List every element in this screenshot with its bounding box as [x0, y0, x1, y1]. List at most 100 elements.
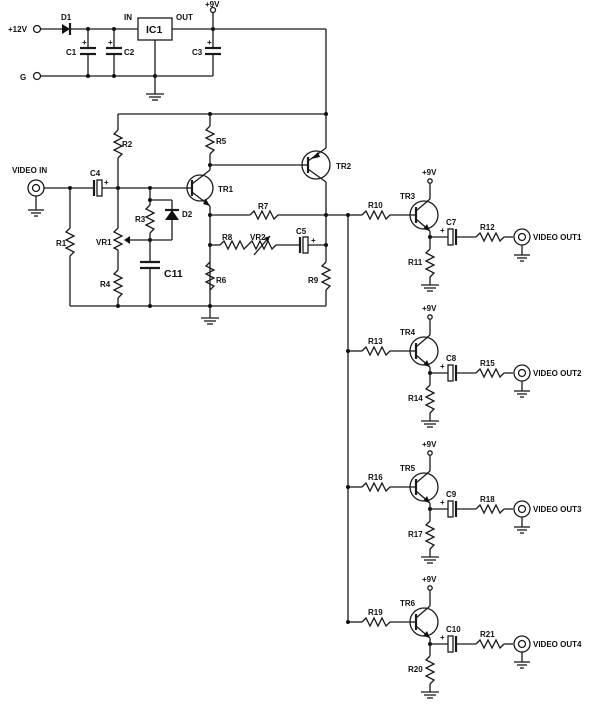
svg-text:+: + — [311, 236, 316, 245]
transistor-output — [409, 198, 439, 232]
resistor-r1 — [64, 227, 76, 257]
resistor-r5 — [204, 125, 216, 155]
resistor-base — [361, 616, 391, 628]
label-coupling-capacitor: C10 — [446, 625, 461, 634]
label-base-resistor: R19 — [368, 608, 383, 617]
video-out-connector — [513, 635, 531, 669]
label-vr2: VR2 — [250, 233, 266, 242]
label-emitter-resistor: R17 — [408, 530, 423, 539]
label-r8: R8 — [222, 233, 233, 242]
resistor-r4 — [112, 269, 124, 299]
label-coupling-capacitor: C7 — [446, 218, 457, 227]
label-r2: R2 — [122, 140, 133, 149]
capacitor-c1: + — [80, 29, 96, 76]
capacitor-c11 — [140, 260, 160, 270]
svg-text:+: + — [440, 226, 445, 235]
label-ic1: IC1 — [146, 24, 163, 36]
transistor-tr2 — [301, 147, 331, 183]
label-gnd: G — [20, 73, 26, 82]
video-out-connector — [513, 228, 531, 262]
capacitor-output — [447, 364, 454, 382]
svg-text:+: + — [82, 38, 87, 47]
input-stage: VIDEO IN R1 + C4 R2 — [12, 112, 328, 308]
label-c1: C1 — [66, 48, 77, 57]
svg-text:+: + — [440, 498, 445, 507]
label-tr1: TR1 — [218, 185, 234, 194]
resistor-series — [475, 503, 505, 515]
label-transistor: TR5 — [400, 464, 416, 473]
transistor-tr1 — [186, 169, 214, 207]
label-base-resistor: R10 — [368, 201, 383, 210]
label-r9: R9 — [308, 276, 319, 285]
label-r1: R1 — [56, 239, 67, 248]
capacitor-output — [447, 635, 454, 653]
label-vcc: +9V — [422, 575, 437, 584]
label-d1: D1 — [61, 13, 72, 22]
label-base-resistor: R13 — [368, 337, 383, 346]
label-c11: C11 — [164, 268, 183, 280]
video-out-connector — [513, 364, 531, 398]
label-tr2: TR2 — [336, 162, 352, 171]
label-transistor: TR4 — [400, 328, 416, 337]
resistor-r9 — [320, 261, 332, 291]
label-r4: R4 — [100, 280, 111, 289]
label-video-out: VIDEO OUT4 — [533, 640, 582, 649]
resistor-emitter — [424, 520, 436, 550]
label-c5: C5 — [296, 227, 307, 236]
label-emitter-resistor: R20 — [408, 665, 423, 674]
label-video-out: VIDEO OUT1 — [533, 233, 582, 242]
transistor-output — [409, 605, 439, 639]
svg-text:+: + — [440, 633, 445, 642]
label-vr1: VR1 — [96, 238, 112, 247]
transistor-output — [409, 334, 439, 368]
label-base-resistor: R16 — [368, 473, 383, 482]
label-emitter-resistor: R11 — [408, 258, 423, 267]
label-coupling-capacitor: C8 — [446, 354, 457, 363]
resistor-series — [475, 367, 505, 379]
input-12v-terminal — [32, 24, 42, 34]
svg-text:+: + — [440, 362, 445, 371]
label-series-resistor: R21 — [480, 630, 495, 639]
power-supply-section: +12V D1 + C1 + C2 IC1 — [8, 0, 326, 101]
resistor-r3 — [144, 204, 156, 234]
resistor-base — [361, 345, 391, 357]
resistor-base — [361, 481, 391, 493]
resistor-r8 — [219, 239, 249, 251]
resistor-emitter — [424, 248, 436, 278]
label-video-out: VIDEO OUT2 — [533, 369, 582, 378]
label-ic-out: OUT — [176, 13, 193, 22]
label-d2: D2 — [182, 210, 193, 219]
resistor-r6 — [204, 261, 216, 291]
label-r7: R7 — [258, 202, 269, 211]
label-12v: +12V — [8, 25, 28, 34]
capacitor-c2: + — [106, 29, 122, 76]
resistor-base — [361, 209, 391, 221]
svg-text:+: + — [104, 178, 109, 187]
label-9v-top: +9V — [205, 0, 220, 9]
svg-text:+: + — [108, 38, 113, 47]
label-vcc: +9V — [422, 168, 437, 177]
amplifier-stage: TR1 R5 TR2 R7 R8 — [186, 114, 352, 325]
resistor-r7 — [249, 209, 279, 221]
label-vcc: +9V — [422, 304, 437, 313]
label-coupling-capacitor: C9 — [446, 490, 457, 499]
capacitor-c3: + — [205, 29, 221, 76]
resistor-emitter — [424, 655, 436, 685]
label-r6: R6 — [216, 276, 227, 285]
label-r5: R5 — [216, 137, 227, 146]
label-series-resistor: R12 — [480, 223, 495, 232]
label-transistor: TR3 — [400, 192, 416, 201]
label-series-resistor: R15 — [480, 359, 495, 368]
video-in-connector — [27, 179, 45, 217]
resistor-series — [475, 231, 505, 243]
trimmer-vr1 — [112, 227, 124, 251]
resistor-r2 — [112, 129, 124, 159]
capacitor-output — [447, 500, 454, 518]
resistor-emitter — [424, 384, 436, 414]
